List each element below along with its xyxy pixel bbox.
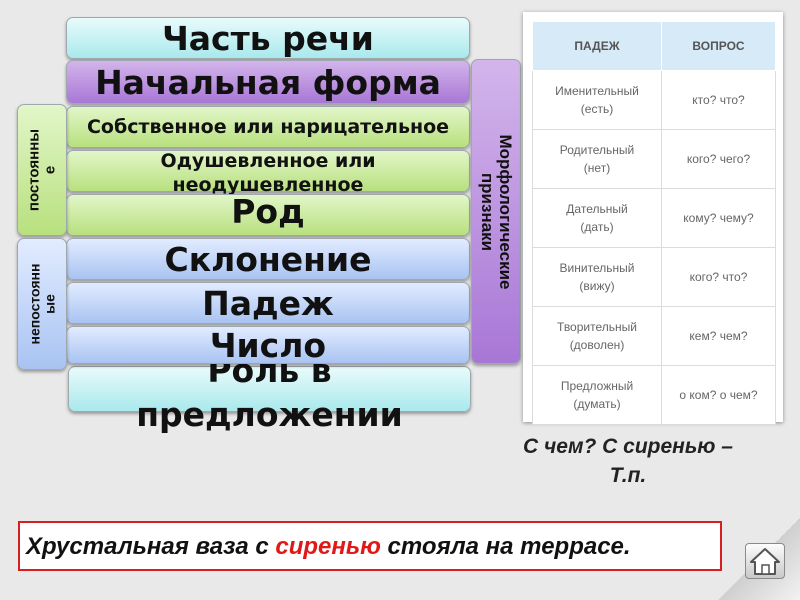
case-name: Творительный [557, 320, 637, 334]
sentence-frame [18, 521, 722, 571]
bar-case: Падеж [66, 282, 470, 324]
side-label-text: постоянны е [25, 128, 58, 212]
bar-label-line1: Одушевленное или [160, 150, 376, 172]
table-row: Родительный (нет) кого? чего? [532, 129, 776, 189]
sentence-highlight: сиренью [275, 533, 381, 560]
case-hint: (нет) [583, 161, 611, 175]
home-button[interactable] [745, 543, 785, 579]
bar-gender: Род [66, 192, 470, 236]
case-table-panel: ПАДЕЖ ВОПРОС Именительный (есть) кто? что?… [523, 12, 783, 425]
side-label-nonconstant: непостоянн ые [17, 238, 67, 370]
case-name-cell: Родительный (нет) [532, 129, 662, 189]
bar-label-line2: предложении [136, 395, 403, 434]
example-caption: С чем? С сиренью – Т.п. [498, 432, 758, 490]
case-name: Дательный [566, 202, 628, 216]
bar-proper-common: Собственное или нарицательное [66, 106, 470, 148]
home-icon [750, 548, 780, 575]
case-table: ПАДЕЖ ВОПРОС Именительный (есть) кто? что?… [532, 21, 776, 425]
bar-declension: Склонение [66, 238, 470, 280]
example-line2: Т.п. [609, 464, 647, 487]
sentence-before: Хрустальная ваза с [26, 533, 276, 560]
side-label-constant: постоянны е [17, 104, 67, 236]
case-question: кому? чему? [661, 188, 776, 248]
bar-label-line2: неодушевленное [172, 174, 364, 196]
side-label-morphological: Морфологические признаки [471, 59, 521, 364]
case-question: кого? чего? [661, 129, 776, 189]
sentence-after: стояла на террасе. [380, 533, 631, 560]
bar-part-of-speech: Часть речи [66, 17, 470, 59]
case-name-cell: Дательный (дать) [532, 188, 662, 248]
bar-label: Часть речи [162, 18, 374, 58]
case-question: кто? что? [661, 70, 776, 130]
case-question: о ком? о чем? [661, 365, 776, 425]
case-hint: (есть) [580, 102, 614, 116]
bar-initial-form: Начальная форма [66, 60, 470, 104]
case-hint: (дать) [580, 220, 614, 234]
bar-animate: Одушевленное или неодушевленное [66, 150, 470, 196]
bar-label: Склонение [164, 239, 372, 279]
case-question: кем? чем? [661, 306, 776, 366]
case-question: кого? что? [661, 247, 776, 307]
case-hint: (вижу) [579, 279, 615, 293]
case-name-cell: Творительный (доволен) [532, 306, 662, 366]
example-line1: С чем? С сиренью – [523, 435, 733, 458]
case-name-cell: Именительный (есть) [532, 70, 662, 130]
table-header-case: ПАДЕЖ [532, 21, 662, 71]
table-row: Именительный (есть) кто? что? [532, 70, 776, 130]
case-name: Предложный [560, 379, 634, 393]
table-row: Дательный (дать) кому? чему? [532, 188, 776, 248]
case-hint: (думать) [573, 397, 621, 411]
case-hint: (доволен) [569, 338, 625, 352]
bar-label: Число [209, 326, 327, 365]
table-row: Творительный (доволен) кем? чем? [532, 306, 776, 366]
side-label-text: Морфологические признаки [478, 133, 515, 289]
table-header-question: ВОПРОС [661, 21, 776, 71]
case-name-cell: Предложный (думать) [532, 365, 662, 425]
case-name: Родительный [559, 143, 635, 157]
bar-label: Род [231, 192, 305, 231]
table-row: Винительный (вижу) кого? что? [532, 247, 776, 307]
bar-label: Начальная форма [95, 62, 441, 102]
bar-role: Роль в предложении [68, 351, 471, 434]
example-sentence: Хрустальная ваза с сиренью стояла на тер… [26, 531, 706, 562]
table-row: Предложный (думать) о ком? о чем? [532, 365, 776, 425]
bar-number: Число [66, 326, 470, 365]
case-name: Винительный [559, 261, 635, 275]
case-name: Именительный [555, 84, 639, 98]
bar-label: Собственное или нарицательное [86, 116, 450, 138]
case-name-cell: Винительный (вижу) [532, 247, 662, 307]
side-label-text: непостоянн ые [26, 263, 57, 345]
bar-label: Падеж [202, 283, 334, 323]
